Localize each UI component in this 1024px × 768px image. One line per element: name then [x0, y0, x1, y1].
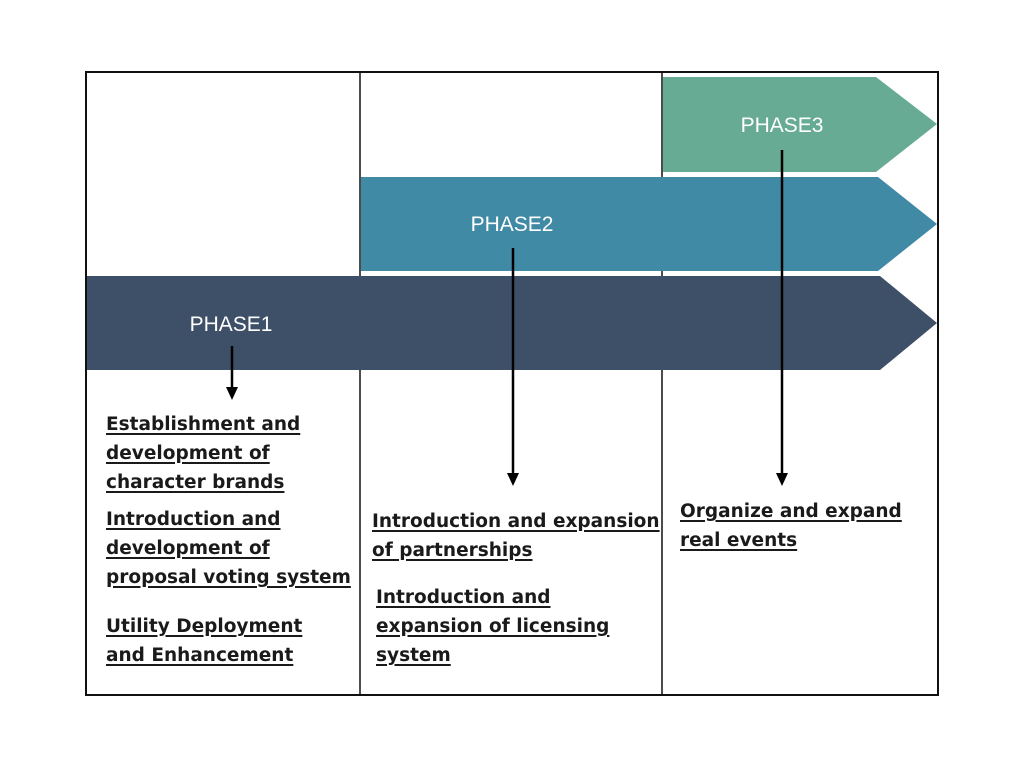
phase3-connector: [776, 150, 788, 486]
phase1-item-utility: Utility Deployment and Enhancement: [106, 616, 303, 666]
phase3-arrow: [663, 77, 937, 172]
phase2-item-partnerships: Introduction and expansion of partnershi…: [372, 511, 660, 561]
phase2-item-licensing: Introduction and expansion of licensing …: [376, 587, 610, 666]
phase1-item-character-brands: Establishment and development of charact…: [106, 414, 301, 493]
phase2-label: PHASE2: [471, 213, 554, 236]
phase1-item-proposal-voting: Introduction and development of proposal…: [106, 509, 351, 588]
phase3-item-real-events: Organize and expand real events: [680, 501, 902, 551]
outer-frame: [85, 71, 939, 696]
phase1-connector: [226, 346, 238, 400]
phase1-label: PHASE1: [190, 313, 273, 336]
phase2-connector: [507, 248, 519, 486]
phase3-label: PHASE3: [741, 114, 824, 137]
phase2-arrow: [361, 177, 937, 271]
